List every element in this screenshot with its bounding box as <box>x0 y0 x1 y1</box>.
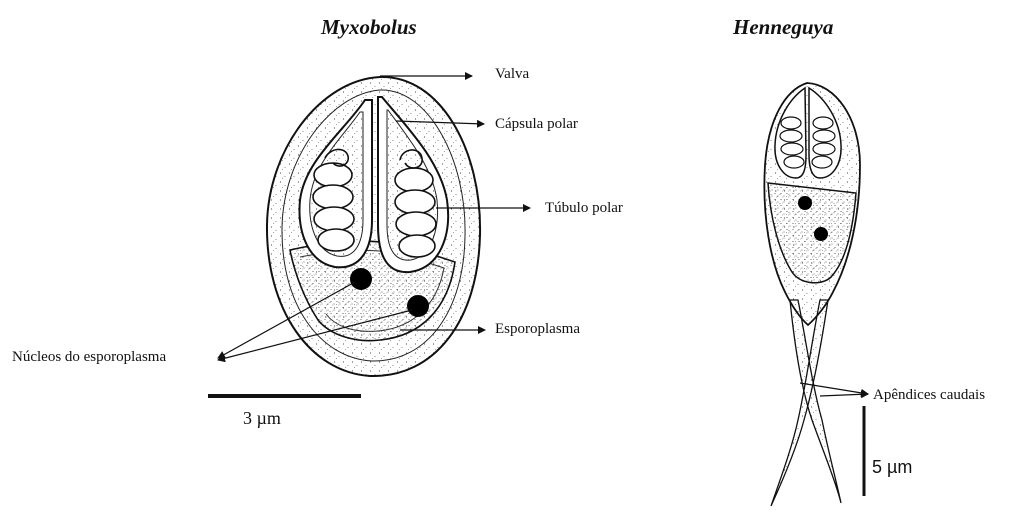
label-tubulo-polar: Túbulo polar <box>545 201 623 216</box>
label-nucleos: Núcleos do esporoplasma <box>12 350 166 365</box>
label-apendices: Apêndices caudais <box>873 388 985 403</box>
myxobolus-spore <box>267 77 480 376</box>
label-esporoplasma: Esporoplasma <box>495 322 580 337</box>
title-henneguya: Henneguya <box>733 17 833 38</box>
scale-label-left: 3 µm <box>243 409 281 427</box>
myxobolus-nucleus-2 <box>407 295 429 317</box>
henneguya-nucleus-2 <box>814 227 828 241</box>
label-capsula-polar: Cápsula polar <box>495 117 578 132</box>
apendices-pointer-2 <box>820 394 868 396</box>
henneguya-nucleus-1 <box>798 196 812 210</box>
label-valva: Valva <box>495 67 529 82</box>
title-myxobolus: Myxobolus <box>321 17 417 38</box>
henneguya-spore <box>764 83 860 506</box>
scale-label-right: 5 µm <box>872 458 912 476</box>
myxobolus-nucleus-1 <box>350 268 372 290</box>
